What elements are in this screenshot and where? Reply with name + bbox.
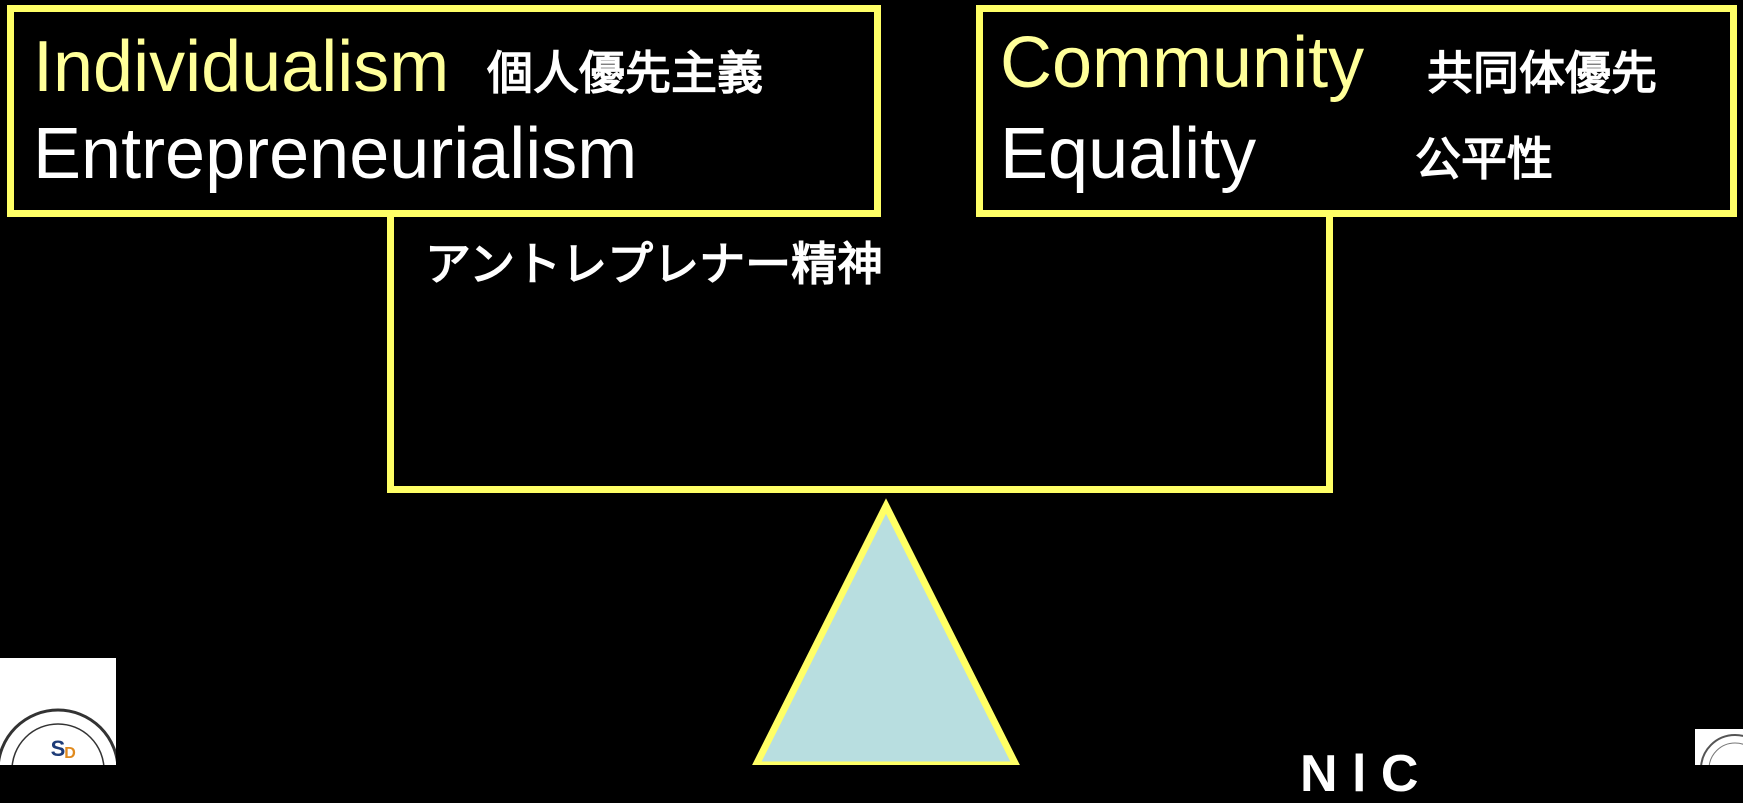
balance-beam <box>387 217 1333 493</box>
fulcrum-triangle <box>752 498 1020 765</box>
individualism-jp-label: 個人優先主義 <box>487 46 763 100</box>
cut-off-text: N l C <box>1300 745 1419 803</box>
equality-jp-label: 公平性 <box>1415 132 1553 186</box>
svg-text:S: S <box>51 736 66 761</box>
entrepreneurialism-label: Entrepreneurialism <box>33 114 638 194</box>
community-jp-label: 共同体優先 <box>1427 46 1657 100</box>
community-label: Community <box>1000 23 1365 103</box>
individualism-box <box>7 5 881 217</box>
entrepreneurialism-jp-label: アントレプレナー精神 <box>425 237 884 291</box>
svg-text:D: D <box>64 745 76 762</box>
equality-label: Equality <box>1000 114 1257 194</box>
community-box <box>976 5 1737 217</box>
school-of-public-health-seal-icon: S D <box>0 658 120 803</box>
university-seal-icon <box>1695 729 1743 803</box>
individualism-label: Individualism <box>33 27 450 107</box>
